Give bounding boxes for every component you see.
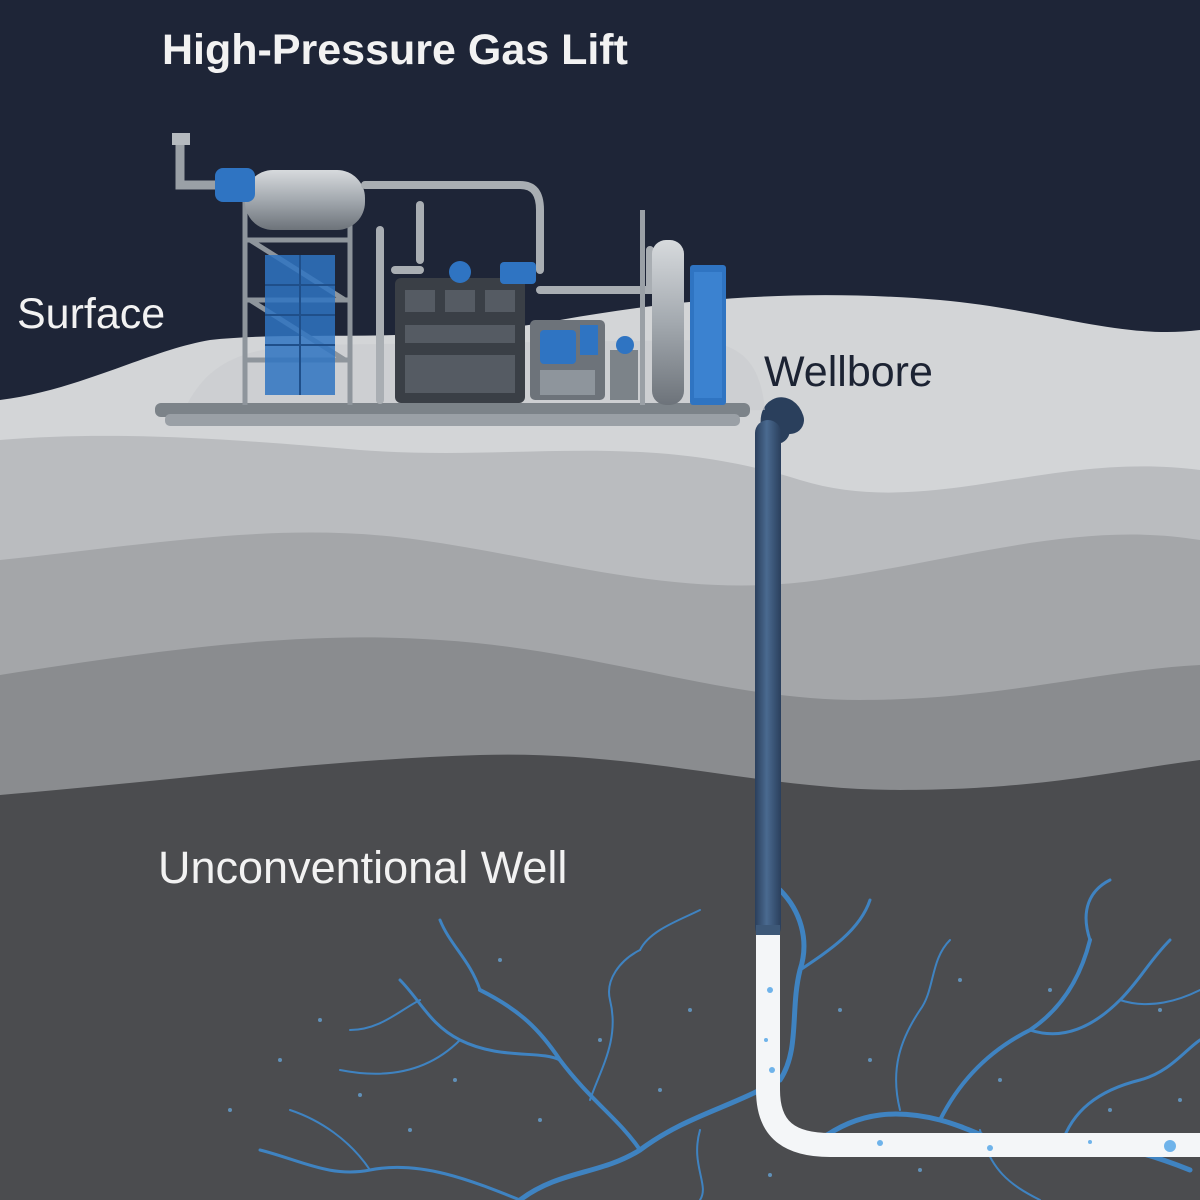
unconventional-well-label: Unconventional Well <box>158 842 568 893</box>
surface-label: Surface <box>17 290 166 338</box>
lateral-section <box>756 935 1200 1157</box>
gas-lift-compressor-icon <box>155 133 765 426</box>
diagram-title: High-Pressure Gas Lift <box>162 26 628 74</box>
wellbore-label: Wellbore <box>764 348 933 396</box>
wellbore-tubing-icon <box>755 397 1200 1157</box>
sparkle-points <box>228 958 1182 1177</box>
ground-layer-5 <box>0 754 1200 1200</box>
